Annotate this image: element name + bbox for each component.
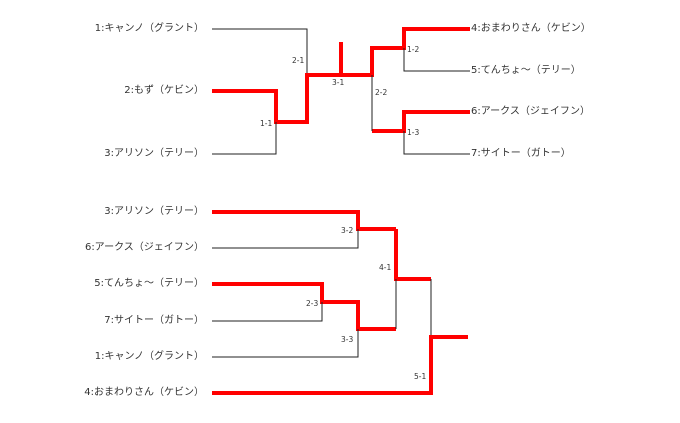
match-label-3-3: 3-3 <box>341 335 354 344</box>
top-right-entry-4: 4:おまわりさん（ケビン） <box>471 23 591 34</box>
bottom-entry-5: 1:キャンノ（グラント） <box>94 351 204 362</box>
match-label-1-3: 1-3 <box>407 128 420 137</box>
top-left-entry-2: 2:もず（ケビン） <box>124 85 204 96</box>
line-bot-entry6 <box>212 229 359 249</box>
bottom-entry-1: 3:アリソン（テリー） <box>104 206 204 217</box>
line-top-entry3 <box>212 122 277 155</box>
match-label-2-3: 2-3 <box>306 299 319 308</box>
line-bot-entry1 <box>212 329 359 358</box>
line-bot-entry3-win <box>212 210 396 231</box>
top-right-entry-6: 6:アークス（ジェイフン） <box>471 106 591 117</box>
line-bot-4-1-win <box>394 229 431 281</box>
line-top-entry7 <box>403 131 470 155</box>
match-label-1-1: 1-1 <box>260 119 273 128</box>
top-right-entry-7: 7:サイトー（ガトー） <box>471 148 571 159</box>
line-top-entry6-win <box>372 110 470 133</box>
top-left-entry-3: 3:アリソン（テリー） <box>104 148 204 159</box>
bottom-entry-6: 4:おまわりさん（ケビン） <box>84 387 204 398</box>
bottom-entry-2: 6:アークス（ジェイフン） <box>84 242 204 253</box>
match-label-3-1: 3-1 <box>332 78 345 87</box>
match-label-3-2: 3-2 <box>341 226 354 235</box>
line-top-entry1 <box>212 28 308 75</box>
match-label-4-1: 4-1 <box>379 263 392 272</box>
line-bot-entry7 <box>212 302 323 322</box>
bottom-entry-4: 7:サイトー（ガトー） <box>104 315 204 326</box>
match-label-5-1: 5-1 <box>414 372 427 381</box>
top-right-entry-5: 5:てんちょ～（テリー） <box>471 65 581 76</box>
match-label-2-1: 2-1 <box>292 56 305 65</box>
line-top-entry5 <box>403 48 470 72</box>
match-label-1-2: 1-2 <box>407 45 420 54</box>
top-left-entry-1: 1:キャンノ（グラント） <box>94 23 204 34</box>
line-top-entry2-win <box>212 73 341 124</box>
bottom-entry-3: 5:てんちょ～（テリー） <box>94 278 204 289</box>
line-bot-entry4-win <box>212 335 468 395</box>
match-label-2-2: 2-2 <box>375 88 388 97</box>
line-bot-entry5-win <box>212 282 396 331</box>
line-top-entry4-win <box>341 27 470 77</box>
